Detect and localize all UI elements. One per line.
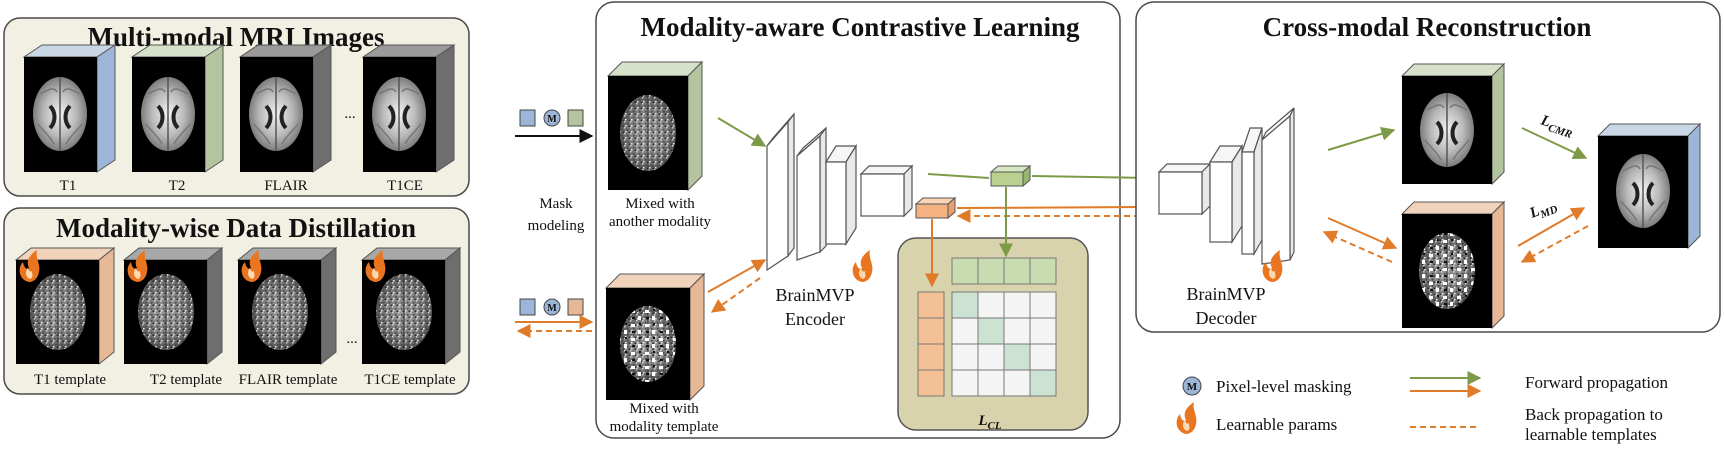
mixed-template-cube — [604, 272, 706, 402]
legend-learnable-params: Learnable params — [1216, 415, 1337, 434]
backprop-arrow-to-decoder — [1322, 230, 1393, 263]
contrastive-loss-label: LCL — [977, 413, 1002, 432]
arrow-reconstructed-to-target — [1521, 127, 1588, 159]
matrix-cell — [1003, 369, 1031, 397]
orange-feature-cell — [917, 317, 945, 345]
arrow-template-output-to-target — [1517, 207, 1586, 247]
reconstruction-panel-title: Cross-modal Reconstruction — [1263, 12, 1592, 42]
template-label-t2: T2 template — [150, 372, 222, 388]
template-ellipsis: ... — [346, 331, 357, 347]
green-feature-cell — [977, 257, 1005, 285]
mixed-template-label-line2: modality template — [610, 419, 719, 435]
arrow-green-token-to-decoder — [1031, 170, 1155, 185]
green-feature-token — [989, 164, 1032, 188]
circled-m-icon — [543, 298, 561, 316]
legend-forward: Forward propagation — [1525, 373, 1669, 392]
brainmvp-decoder — [1157, 107, 1295, 265]
mri-label-t2: T2 — [169, 178, 186, 194]
matrix-cell-positive — [977, 317, 1005, 345]
matrix-cell — [1003, 291, 1031, 319]
matrix-cell — [1029, 317, 1057, 345]
template-cube-t1ce — [360, 246, 462, 366]
mask-tokens-top: M — [519, 109, 584, 127]
mri-label-flair: FLAIR — [264, 178, 307, 194]
legend-backward-line1: Back propagation to — [1525, 405, 1663, 424]
arrow-decoder-to-template-output — [1327, 217, 1398, 250]
distill-panel — [3, 207, 470, 395]
contrastive-panel-title: Modality-aware Contrastive Learning — [641, 12, 1080, 42]
mask-tokens-bottom: M — [519, 298, 584, 316]
template-cube-t2 — [122, 246, 224, 366]
encoder-label-line2: Encoder — [785, 309, 845, 329]
svg-text:M: M — [547, 114, 557, 125]
mri-ellipsis: ... — [344, 106, 355, 122]
target-t1-cube — [1596, 122, 1702, 250]
mri-label-t1: T1 — [60, 178, 77, 194]
orange-feature-cell — [917, 369, 945, 397]
template-cube-t1 — [14, 246, 116, 366]
mri-label-t1ce: T1CE — [387, 178, 423, 194]
decoder-label-line1: BrainMVP — [1186, 284, 1265, 304]
distilled-template-output-cube — [1400, 200, 1506, 330]
arrow-encoder-to-green-token — [927, 173, 990, 179]
matrix-cell — [1029, 291, 1057, 319]
decoder-label-line2: Decoder — [1196, 308, 1257, 328]
similarity-matrix — [917, 257, 1057, 397]
brainmvp-encoder — [766, 112, 914, 272]
matrix-cell — [977, 291, 1005, 319]
mixed-modality-cube — [606, 60, 704, 192]
matrix-cell-positive — [951, 291, 979, 319]
mri-cube-t1 — [22, 44, 117, 173]
mri-cube-t2 — [130, 44, 225, 173]
mri-cube-t1ce — [361, 44, 456, 173]
arrow-mixed-modality-to-encoder — [717, 117, 767, 147]
matrix-cell-positive — [1003, 343, 1031, 371]
matrix-cell-positive — [1029, 369, 1057, 397]
template-label-t1ce: T1CE template — [364, 372, 456, 388]
svg-text:M: M — [1187, 381, 1198, 393]
backprop-arrow-target-to-template — [1520, 225, 1589, 263]
mixed-modality-label-line1: Mixed with — [625, 196, 695, 212]
orange-feature-cell — [917, 343, 945, 371]
green-feature-cell — [1029, 257, 1057, 285]
matrix-cell — [977, 369, 1005, 397]
mri-cube-flair — [238, 44, 333, 173]
legend: M Pixel-level masking Learnable params F… — [1176, 371, 1669, 444]
arrow-decoder-to-reconstructed — [1327, 126, 1396, 151]
matrix-cell — [1003, 317, 1031, 345]
template-label-flair: FLAIR template — [239, 372, 338, 388]
template-cube-flair — [236, 246, 338, 366]
legend-backward-line2: learnable templates — [1525, 425, 1657, 444]
orange-feature-token — [914, 196, 957, 220]
distill-panel-title: Modality-wise Data Distillation — [56, 213, 416, 243]
mixed-modality-label-line2: another modality — [609, 214, 712, 230]
arrow-mixed-template-to-encoder — [707, 259, 767, 293]
arrow-orange-token-to-decoder — [956, 200, 1155, 215]
mri-panel — [3, 17, 470, 197]
template-label-t1: T1 template — [34, 372, 106, 388]
circled-m-icon — [1182, 376, 1202, 396]
matrix-cell — [977, 343, 1005, 371]
flame-icon — [1176, 402, 1197, 434]
matrix-cell — [951, 343, 979, 371]
matrix-cell — [1029, 343, 1057, 371]
matrix-cell — [951, 317, 979, 345]
matrix-cell — [951, 369, 979, 397]
svg-text:M: M — [547, 303, 557, 314]
green-feature-cell — [1003, 257, 1031, 285]
mask-modeling-label-line1: Mask — [539, 196, 573, 212]
encoder-label-line1: BrainMVP — [775, 285, 854, 305]
circled-m-icon — [543, 109, 561, 127]
orange-feature-cell — [917, 291, 945, 319]
green-feature-cell — [951, 257, 979, 285]
legend-pixel-masking: Pixel-level masking — [1216, 377, 1352, 396]
reconstructed-t2-cube — [1400, 62, 1506, 186]
mask-modeling-label-line2: modeling — [528, 218, 585, 234]
mri-panel-title: Multi-modal MRI Images — [88, 22, 385, 52]
mixed-template-label-line1: Mixed with — [629, 401, 699, 417]
